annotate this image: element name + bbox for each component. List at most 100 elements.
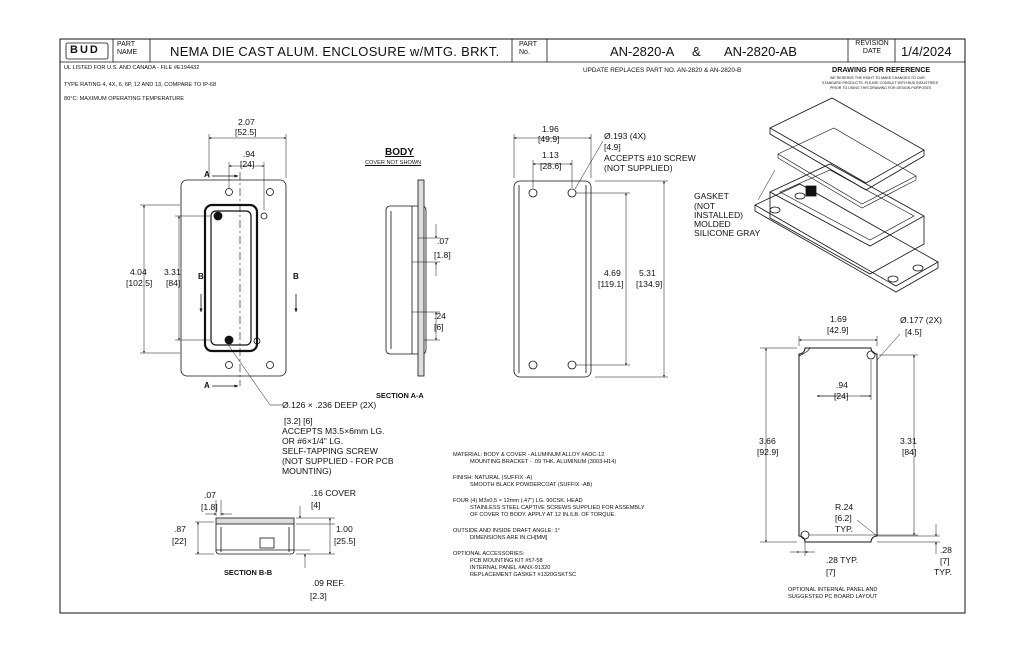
- accessory-1: PCB MOUNTING KIT #57-58: [470, 558, 543, 564]
- panel-hole-h-mm: [84]: [902, 447, 917, 457]
- dim-height-mm: [102.5]: [126, 278, 153, 288]
- dim-hole-dia-mm: [4.9]: [604, 142, 621, 152]
- dim-inner-h-in: 3.31: [164, 267, 181, 277]
- panel-corner-y-typ: TYP.: [934, 567, 952, 577]
- section-a-top-marker: A: [204, 170, 210, 179]
- hole-note-5: MOUNTING): [282, 466, 332, 476]
- panel-hole-dia-mm: [4.5]: [905, 327, 922, 337]
- panel-width-mm: [42.9]: [827, 325, 849, 335]
- gasket-note-3: INSTALLED): [694, 210, 744, 220]
- part-no-sep: &: [692, 44, 701, 59]
- material-note-1: MATERIAL: BODY & COVER - ALUMINUM ALLOY …: [453, 452, 605, 458]
- screws-note-2: STAINLESS STEEL CAPTIVE SCREWS SUPPLIED …: [470, 505, 645, 511]
- reference-note-1: WE RESERVE THE RIGHT TO MAKE CHANGES TO …: [830, 76, 925, 80]
- dim-hole-dia: Ø.193 (4X): [604, 131, 647, 141]
- panel-corner-y-mm: [7]: [940, 556, 950, 566]
- bb-height-in: .87: [174, 524, 186, 534]
- hole-note-2: OR #6×1/4" LG.: [282, 436, 344, 446]
- front-view: [140, 134, 298, 406]
- isometric-view: [754, 97, 939, 293]
- bb-wall-mm: [1.8]: [201, 502, 218, 512]
- dim-flange-in: .24: [434, 311, 446, 321]
- dim-hole-h-mm: [119.1]: [598, 279, 624, 289]
- bb-body-h-mm: [25.5]: [334, 536, 356, 546]
- revision-label: REVISION DATE: [855, 40, 889, 55]
- bottom-hole-note-1: ACCEPTS #10 SCREW: [604, 153, 696, 163]
- section-a-bottom-marker: A: [204, 381, 210, 390]
- dim-width-mm: [52.5]: [235, 127, 257, 137]
- dim-bottom-width-in: 1.96: [542, 124, 559, 134]
- hole-dim: Ø.126 × .236 DEEP (2X): [282, 400, 377, 410]
- panel-hole-h-in: 3.31: [900, 436, 917, 446]
- body-title: BODY: [385, 147, 414, 158]
- dim-bottom-width-mm: [49.9]: [538, 134, 560, 144]
- material-note-2: MOUNTING BRACKET - .09 THK. ALUMINUM (30…: [470, 459, 617, 465]
- bb-cover-in: .16 COVER: [311, 488, 356, 498]
- dim-inner-h-mm: [84]: [166, 278, 181, 288]
- title-block: [60, 39, 965, 63]
- dim-bottom-height-in: 5.31: [639, 268, 656, 278]
- reference-note-3: PRIOR TO USING THIS DRAWING FOR DESIGN P…: [830, 86, 932, 90]
- section-bb-view: [195, 500, 335, 568]
- part-name: NEMA DIE CAST ALUM. ENCLOSURE w/MTG. BRK…: [170, 44, 500, 59]
- draft-note-2: DIMENSIONS ARE IN.CH[MM]: [470, 535, 548, 541]
- panel-corner-y-in: .28: [940, 545, 952, 555]
- dim-width-in: 2.07: [238, 117, 255, 127]
- sheet-border: [59, 38, 966, 614]
- bb-wall-in: .07: [204, 490, 216, 500]
- part-no-label: PART No.: [519, 41, 537, 56]
- panel-width-in: 1.69: [830, 314, 847, 324]
- section-b-left-marker: B: [198, 272, 204, 281]
- dim-height-in: 4.04: [130, 267, 147, 277]
- hole-dim-mm: [3.2] [6]: [284, 416, 313, 426]
- dim-inner-w-mm: [24]: [240, 159, 255, 169]
- panel-caption-2: SUGGESTED PC BOARD LAYOUT: [788, 594, 878, 600]
- panel-inner-in: .94: [836, 380, 848, 390]
- ul-listed-note: UL LISTED FOR U.S. AND CANADA - FILE #E1…: [64, 65, 200, 71]
- bud-logo: BUD: [70, 44, 100, 56]
- gasket-note-2: (NOT: [694, 201, 716, 211]
- panel-caption-1: OPTIONAL INTERNAL PANEL AND: [788, 587, 878, 593]
- dim-wall-mm: [1.8]: [434, 250, 451, 260]
- section-b-right-marker: B: [293, 272, 299, 281]
- max-temp-note: 80°C: MAXIMUM OPERATING TEMPERATURE: [64, 96, 185, 102]
- accessories-title: OPTIONAL ACCESSORIES:: [453, 551, 525, 557]
- bb-ref-in: .09 REF.: [312, 578, 345, 588]
- panel-corner-x-mm: [7]: [826, 567, 836, 577]
- hole-note-1: ACCEPTS M3.5×6mm LG.: [282, 426, 385, 436]
- panel-radius-mm: [6.2]: [835, 513, 852, 523]
- panel-radius-in: R.24: [835, 502, 854, 512]
- accessory-2: INTERNAL PANEL #ANX-91320: [470, 565, 551, 571]
- dim-bottom-height-mm: [134.9]: [636, 279, 663, 289]
- panel-corner-x-in: .28 TYP.: [826, 555, 859, 565]
- section-aa-label: SECTION A-A: [376, 391, 424, 400]
- dim-flange-mm: [6]: [434, 322, 444, 332]
- dim-hole-sp-mm: [28.6]: [540, 161, 562, 171]
- bottom-hole-note-2: (NOT SUPPLIED): [604, 163, 673, 173]
- hole-note-3: SELF-TAPPING SCREW: [282, 446, 378, 456]
- type-rating-note: TYPE RATING 4, 4X, 6, 6P, 12 AND 13, COM…: [64, 82, 217, 88]
- bottom-view: [513, 134, 668, 378]
- panel-height-in: 3.66: [759, 436, 776, 446]
- draft-note-1: OUTSIDE AND INSIDE DRAFT ANGLE: 1°: [453, 528, 560, 534]
- gasket-note-5: SILICONE GRAY: [694, 228, 761, 238]
- section-aa-view: [385, 179, 440, 377]
- panel-height-mm: [92.9]: [757, 447, 779, 457]
- revision-date: 1/4/2024: [901, 44, 952, 59]
- reference-title: DRAWING FOR REFERENCE: [832, 65, 931, 74]
- part-no-a: AN-2820-A: [610, 44, 675, 59]
- update-note: UPDATE REPLACES PART NO. AN-2820 & AN-28…: [583, 67, 742, 74]
- bb-height-mm: [22]: [172, 536, 187, 546]
- part-name-label: PART NAME: [117, 41, 138, 56]
- dim-wall-in: .07: [437, 236, 449, 246]
- cover-not-shown-note: COVER NOT SHOWN: [365, 160, 422, 166]
- part-no-b: AN-2820-AB: [724, 44, 797, 59]
- panel-hole-dia: Ø.177 (2X): [900, 315, 943, 325]
- panel-radius-typ: TYP.: [835, 524, 853, 534]
- screws-note-1: FOUR (4) M3x0.5 × 12mm (.47") LG. 90CSK.…: [453, 498, 583, 504]
- section-bb-label: SECTION B-B: [224, 568, 273, 577]
- hole-note-4: (NOT SUPPLIED - FOR PCB: [282, 456, 394, 466]
- gasket-note-1: GASKET: [694, 191, 729, 201]
